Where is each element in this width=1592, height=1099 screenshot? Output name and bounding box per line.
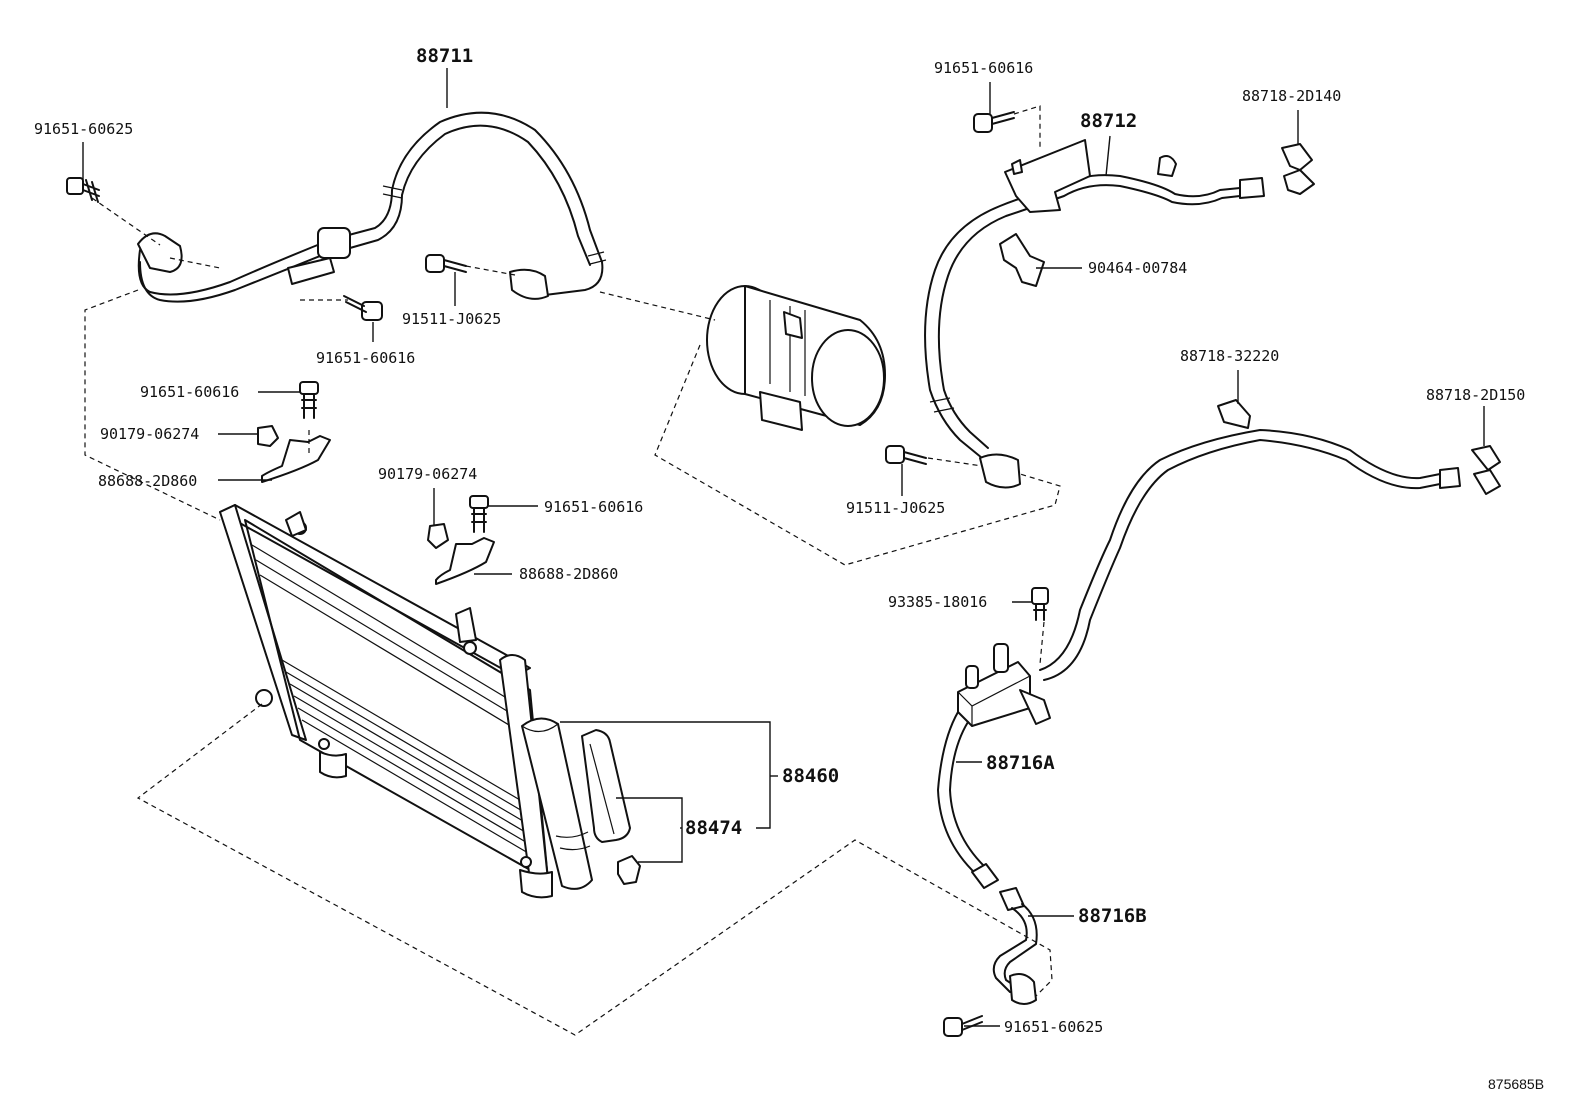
pipe-88716b	[992, 887, 1038, 1005]
bracket-88688-2d860-a	[261, 435, 331, 483]
diagram-code: 875685B	[1488, 1076, 1544, 1092]
bolt-93385-18016	[1031, 587, 1049, 621]
label-91651-60616-d: 91651-60616	[934, 59, 1033, 77]
hose-88711	[137, 111, 607, 303]
label-91651-60625-bottom: 91651-60625	[1004, 1018, 1103, 1036]
label-88718-32220: 88718-32220	[1180, 347, 1279, 365]
label-90464-00784: 90464-00784	[1088, 259, 1187, 277]
bolt-91651-60625-top	[66, 177, 100, 203]
label-88712: 88712	[1080, 110, 1137, 132]
condenser	[219, 504, 553, 899]
part-labels: 88711 91651-60625 91651-60616 91511-J062…	[34, 45, 1544, 1092]
nut-90179-06274-b	[427, 523, 449, 549]
label-91651-60616-a: 91651-60616	[316, 349, 415, 367]
label-88460: 88460	[782, 765, 839, 787]
label-88716a: 88716A	[986, 752, 1055, 774]
clip-88718-2d150	[1471, 445, 1501, 495]
label-91651-60616-b: 91651-60616	[140, 383, 239, 401]
bolt-91651-60616-a	[343, 295, 383, 321]
label-93385-18016: 93385-18016	[888, 593, 987, 611]
bolt-91511-j0625-b	[885, 445, 927, 465]
label-90179-06274-a: 90179-06274	[100, 425, 199, 443]
dashed-guide-lines	[84, 105, 1061, 1036]
nut-90179-06274-a	[257, 425, 279, 447]
label-90179-06274-b: 90179-06274	[378, 465, 477, 483]
label-88688-2d860-b: 88688-2D860	[519, 565, 618, 583]
clamp-90464-00784	[999, 233, 1045, 287]
pipe-88716a	[937, 711, 999, 889]
label-91511-j0625-b: 91511-J0625	[846, 499, 945, 517]
receiver-88460	[521, 717, 593, 890]
clip-88718-32220	[1217, 399, 1251, 429]
pipe-liquid-line	[1039, 429, 1461, 681]
bolt-91651-60616-b	[299, 381, 319, 419]
bracket-88688-2d860-b	[435, 537, 495, 585]
label-91651-60625-top: 91651-60625	[34, 120, 133, 138]
label-88474: 88474	[685, 817, 742, 839]
filter-88474	[581, 729, 641, 885]
leader-lines	[82, 68, 1485, 1027]
bolt-91651-60616-c	[469, 495, 489, 533]
label-88718-2d150: 88718-2D150	[1426, 386, 1525, 404]
label-91651-60616-c: 91651-60616	[544, 498, 643, 516]
label-88688-2d860-a: 88688-2D860	[98, 472, 197, 490]
label-88716b: 88716B	[1078, 905, 1147, 927]
bolt-91511-j0625-a	[425, 254, 467, 273]
compressor	[706, 285, 886, 431]
hose-88712	[924, 139, 1265, 489]
label-88718-2d140: 88718-2D140	[1242, 87, 1341, 105]
label-88711: 88711	[416, 45, 473, 67]
clip-88718-2d140	[1281, 143, 1315, 195]
bolt-91651-60616-d	[973, 111, 1015, 133]
expansion-valve-block	[957, 643, 1051, 727]
label-91511-j0625-a: 91511-J0625	[402, 310, 501, 328]
